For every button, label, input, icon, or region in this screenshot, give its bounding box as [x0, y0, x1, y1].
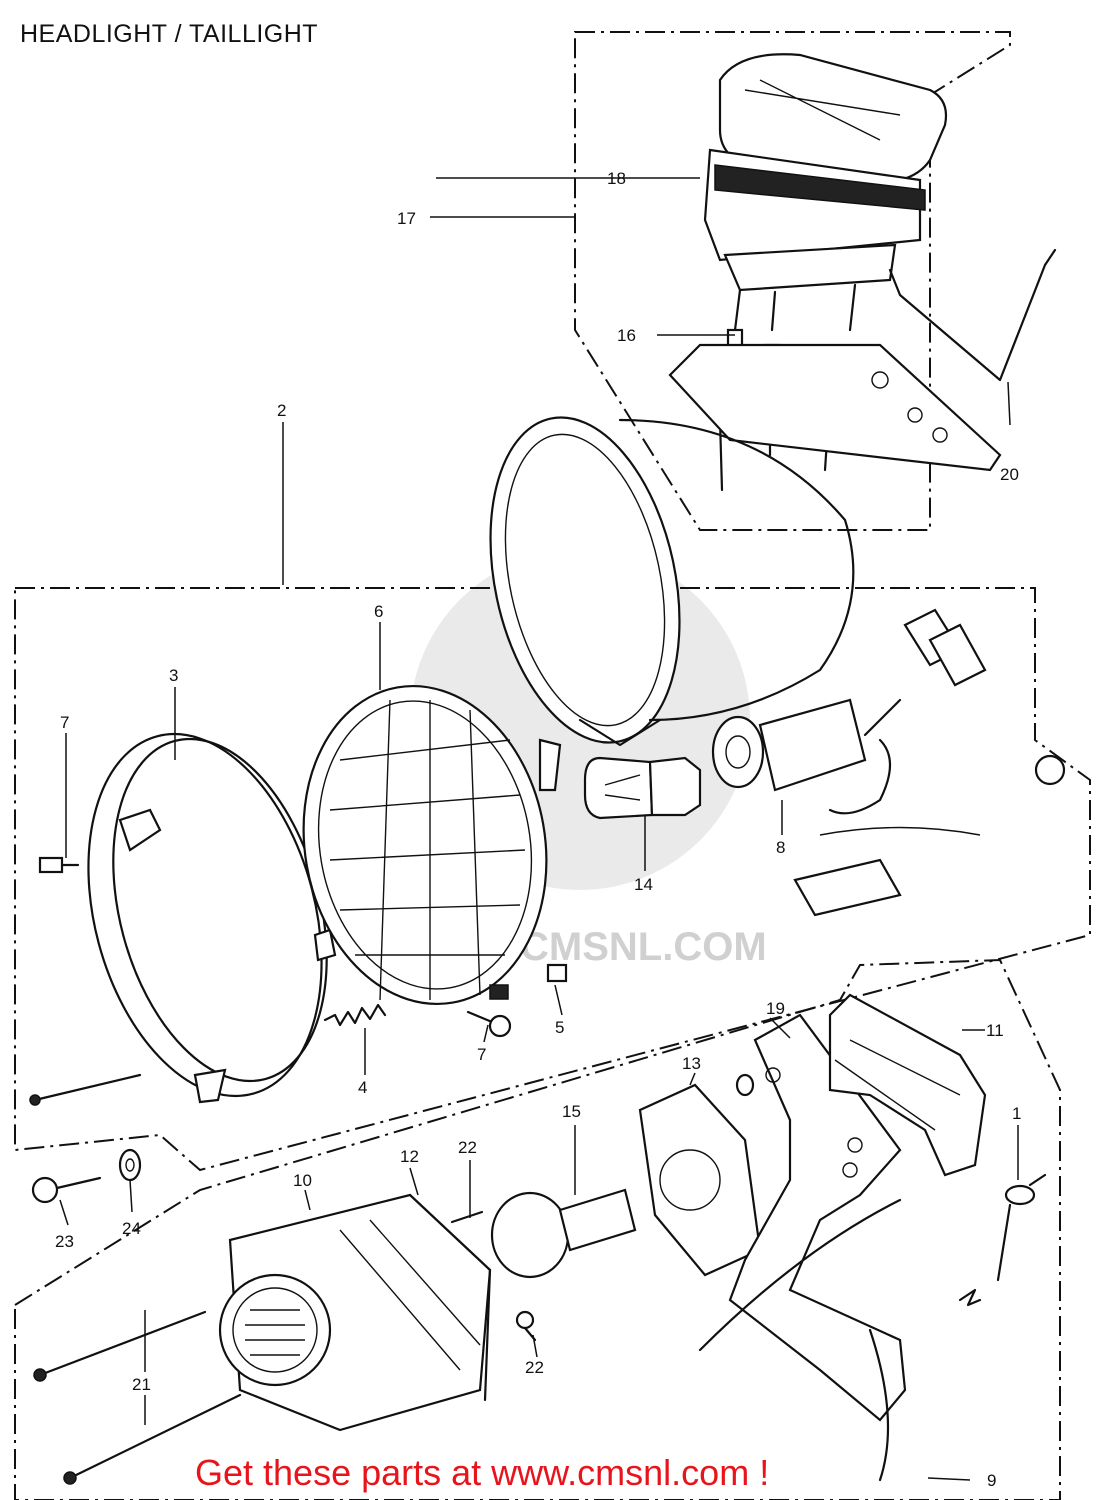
callout-22-upper: 22 — [458, 1138, 477, 1157]
fender-9 — [698, 1198, 982, 1482]
number-plate-bracket-19 — [728, 1013, 907, 1422]
callout-5: 5 — [555, 1018, 564, 1037]
callout-23: 23 — [55, 1232, 74, 1251]
screw-7-lower — [466, 1010, 512, 1038]
callout-7-upper: 7 — [60, 713, 69, 732]
callout-6: 6 — [374, 602, 383, 621]
callout-15: 15 — [562, 1102, 581, 1121]
spring-4 — [323, 1003, 387, 1027]
callout-10: 10 — [293, 1171, 312, 1190]
long-screw-headlight — [29, 1073, 142, 1106]
callout-12: 12 — [400, 1147, 419, 1166]
assembly-frames — [14, 31, 1091, 1500]
callout-3: 3 — [169, 666, 178, 685]
bulb-14 — [583, 756, 702, 820]
grommet-1 — [996, 1173, 1047, 1282]
callout-22-lower: 22 — [525, 1358, 544, 1377]
callout-20: 20 — [1000, 465, 1019, 484]
socket-8 — [711, 608, 1066, 917]
callout-9: 9 — [987, 1471, 996, 1490]
callout-16: 16 — [617, 326, 636, 345]
headlight-case-2 — [489, 416, 855, 747]
callout-24: 24 — [122, 1219, 141, 1238]
screw-22-lower — [515, 1310, 537, 1342]
taillight-housing-11 — [828, 993, 987, 1177]
screw-7-upper — [38, 856, 80, 874]
taillight-gasket-12 — [408, 1193, 492, 1402]
footer-link[interactable]: Get these parts at www.cmsnl.com ! — [195, 1452, 770, 1493]
callout-1: 1 — [1012, 1104, 1021, 1123]
leader-lines — [59, 177, 1019, 1481]
callout-11: 11 — [986, 1021, 1004, 1040]
callout-13: 13 — [682, 1054, 701, 1073]
callout-18: 18 — [607, 169, 626, 188]
screw-23 — [31, 1176, 102, 1204]
bracket-20 — [668, 248, 1057, 472]
watermark-text: CMSNL.COM — [520, 925, 767, 969]
callout-7-lower: 7 — [477, 1045, 486, 1064]
sealed-beam-6 — [302, 684, 562, 1006]
callout-17: 17 — [397, 209, 416, 228]
callout-labels: 1 2 3 4 5 6 7 7 8 9 10 11 12 13 14 15 16… — [55, 169, 1021, 1490]
callout-8: 8 — [776, 838, 785, 857]
callout-2: 2 — [277, 401, 286, 420]
long-screws-21 — [33, 1310, 242, 1485]
screw-22-upper — [450, 1210, 484, 1224]
callout-4: 4 — [358, 1078, 367, 1097]
nut-5 — [546, 963, 568, 983]
page-title: HEADLIGHT / TAILLIGHT — [20, 20, 319, 48]
washer-24 — [118, 1148, 142, 1182]
callout-19: 19 — [766, 999, 785, 1018]
taillight-lens-10 — [218, 1193, 492, 1432]
callout-21: 21 — [132, 1375, 151, 1394]
taillight-base-13 — [638, 1083, 762, 1277]
bulb-15 — [490, 1188, 637, 1279]
speedometer-18 — [703, 53, 948, 492]
callout-14: 14 — [634, 875, 653, 894]
